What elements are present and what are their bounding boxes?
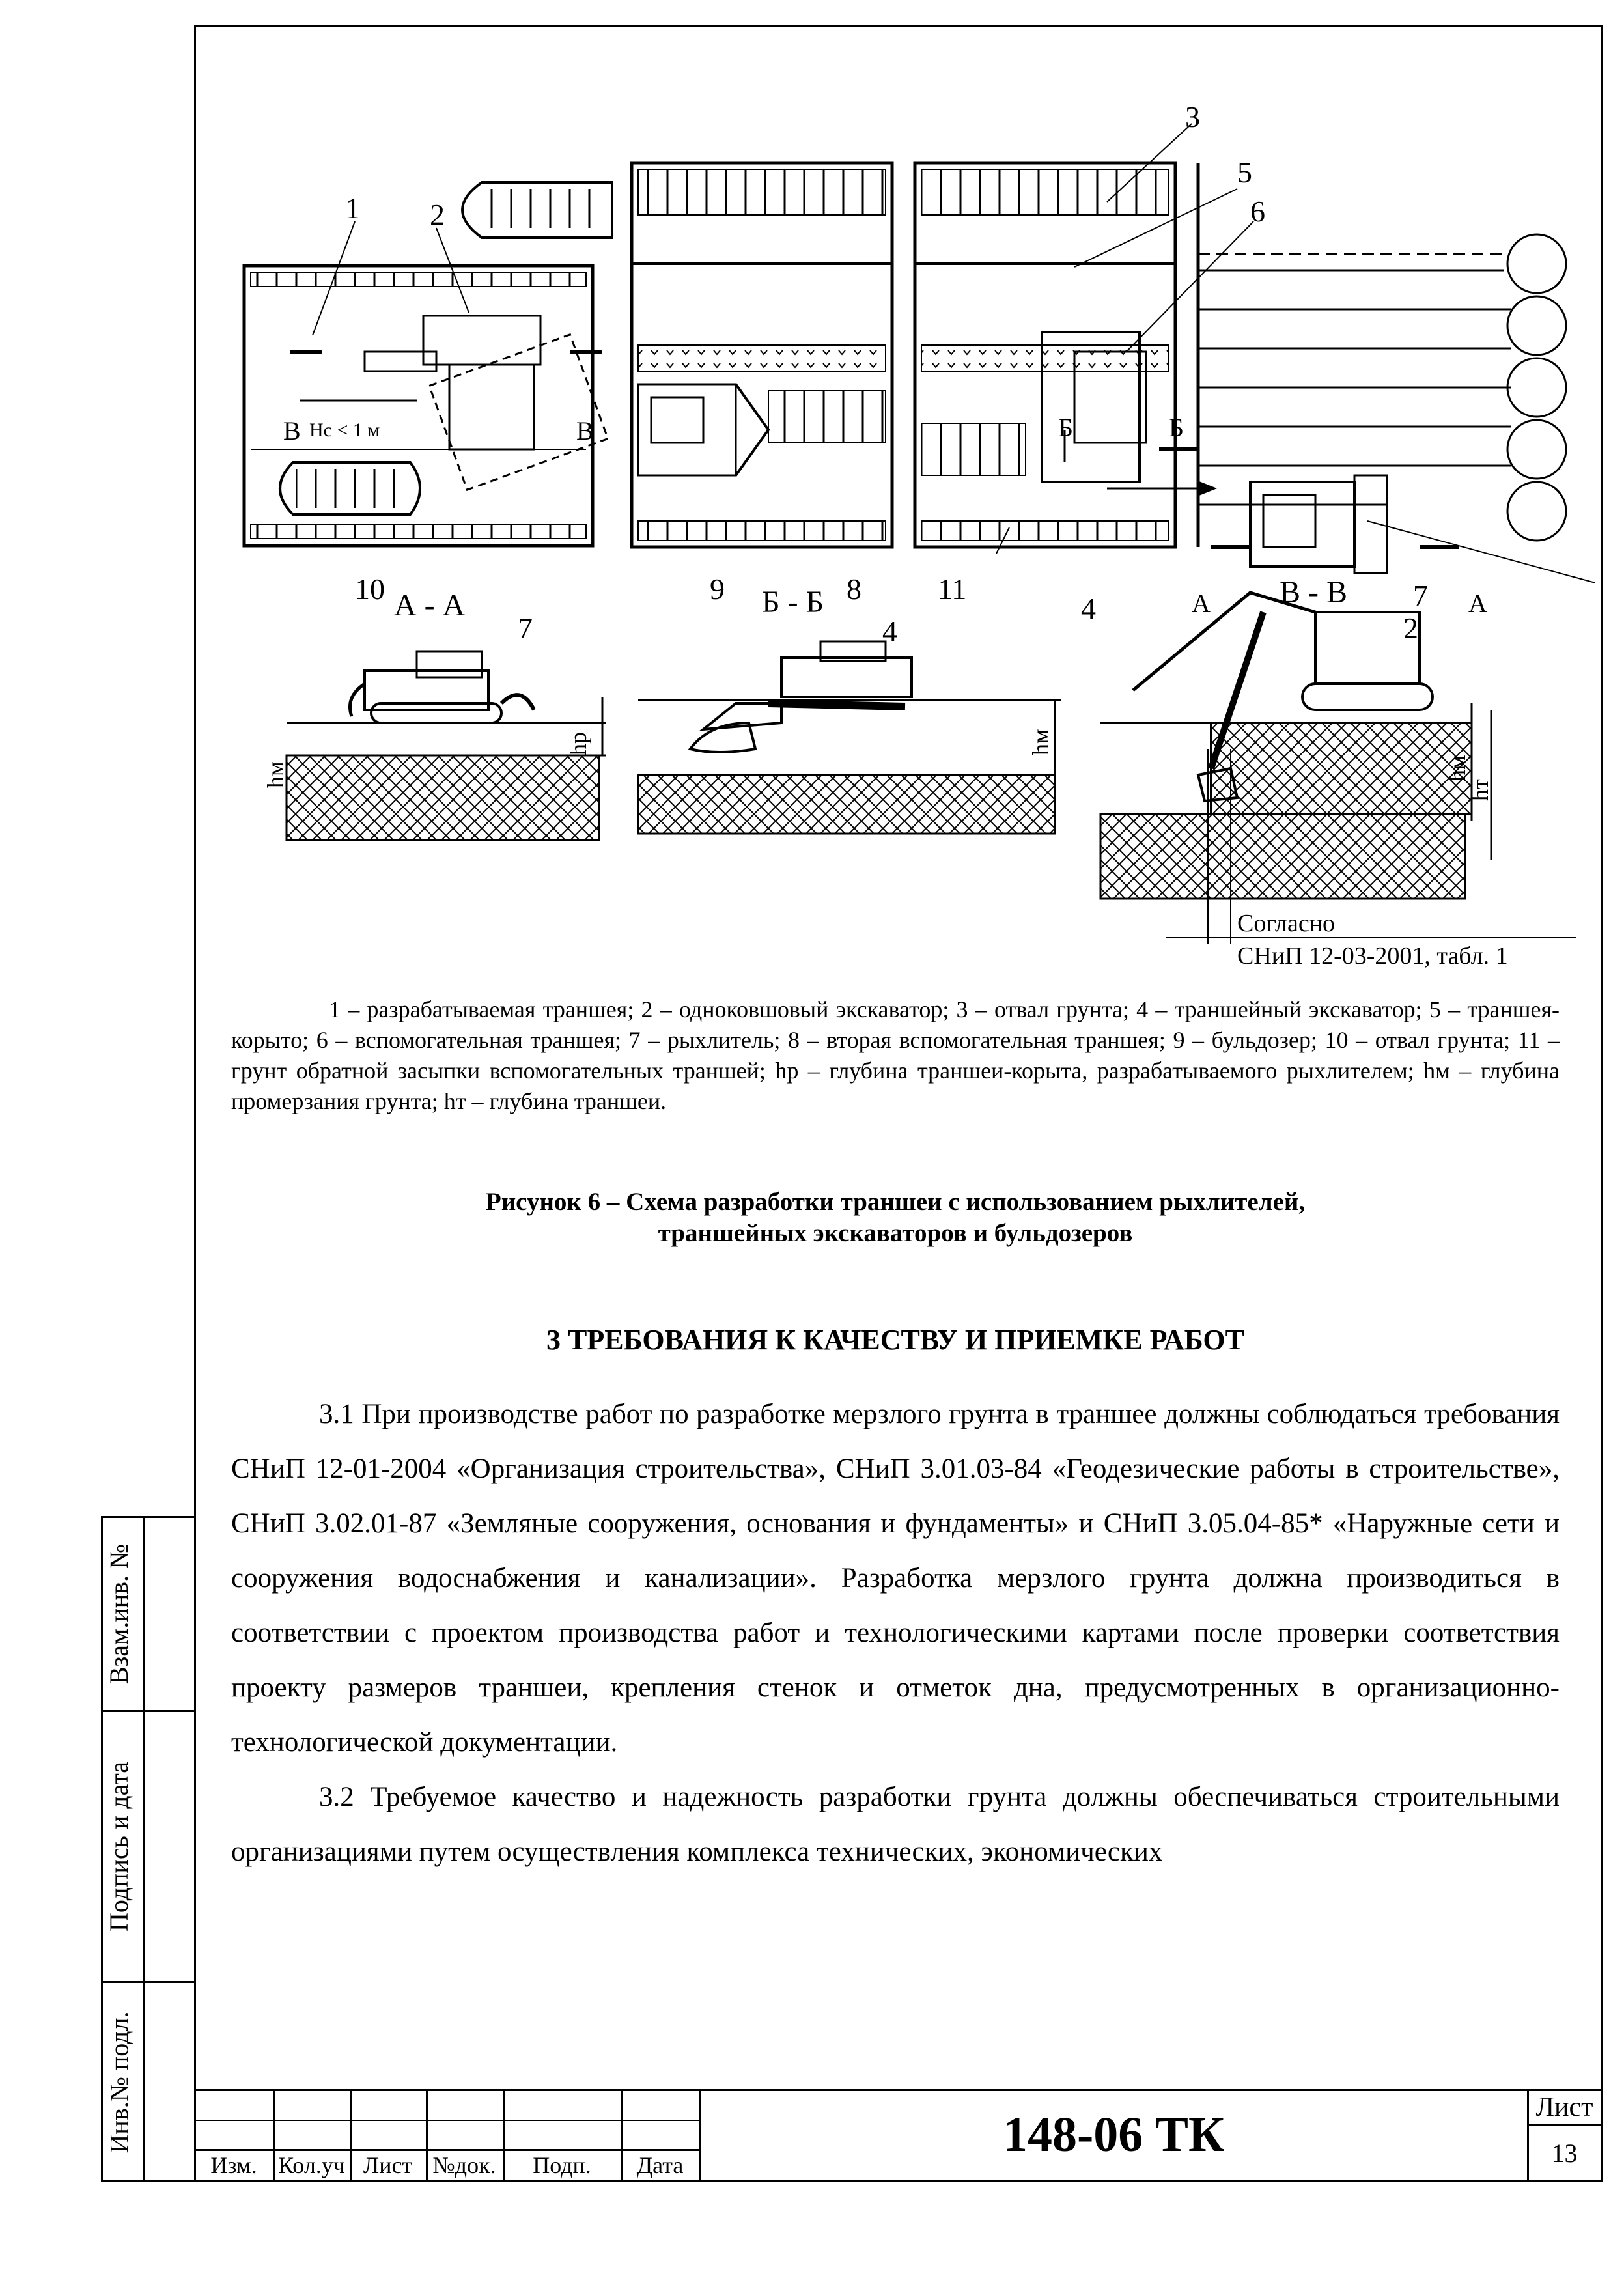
callout-7-plan: 7	[1413, 579, 1428, 612]
paragraph-3-2: 3.2 Требуемое качество и надежность разр…	[231, 1782, 1560, 1867]
dim-ht: hт	[1467, 779, 1493, 801]
title-block-row-2	[194, 2120, 700, 2121]
title-block-col-5	[621, 2089, 623, 2182]
tb-ndok: №док.	[432, 2152, 496, 2178]
tb-podp: Подп.	[533, 2152, 591, 2178]
callout-6: 6	[1250, 195, 1265, 228]
legend-text: 1 – разрабатываемая траншея; 2 – одноков…	[231, 996, 1560, 1114]
callout-3: 3	[1185, 100, 1200, 134]
section-bb	[637, 640, 1061, 835]
title-block-col-6	[699, 2089, 701, 2182]
title-block-col-3	[426, 2089, 428, 2182]
cut-mark-a-right: А	[1468, 589, 1487, 618]
side-stamp-top-line	[101, 1516, 195, 1518]
title-block-col-4	[503, 2089, 505, 2182]
section-aa	[285, 650, 606, 841]
callout-11: 11	[938, 572, 966, 606]
callout-8: 8	[847, 572, 861, 606]
frame-right-border	[1601, 25, 1603, 2182]
figure-legend: 1 – разрабатываемая траншея; 2 – одноков…	[231, 994, 1560, 1117]
callout-1: 1	[345, 191, 360, 225]
sheet-number: 13	[1551, 2138, 1578, 2168]
frame-top-border	[194, 25, 1603, 27]
cut-mark-b-right: Б	[1169, 413, 1184, 442]
caption-line-1: Рисунок 6 – Схема разработки траншеи с и…	[485, 1188, 1306, 1216]
plan-view-2	[630, 161, 894, 549]
section-vv	[1099, 591, 1576, 944]
note-line-1: Согласно	[1237, 910, 1335, 937]
callout-5: 5	[1237, 156, 1252, 189]
figure-caption: Рисунок 6 – Схема разработки траншеи с и…	[231, 1187, 1560, 1249]
section-label-aa: А - А	[394, 588, 466, 623]
sheet-label: Лист	[1535, 2092, 1593, 2122]
side-stamp-line-3	[101, 1981, 195, 1983]
tb-data: Дата	[636, 2152, 684, 2178]
frame-bottom-border	[101, 2180, 1603, 2182]
caption-line-2: траншейных экскаваторов и бульдозеров	[658, 1219, 1133, 1247]
plan-view-4	[1196, 163, 1567, 574]
section-body: 3.1 При производстве работ по разработке…	[231, 1387, 1560, 1879]
callout-4-plan: 4	[1081, 592, 1096, 625]
side-stamp-mid-line	[143, 1516, 145, 2182]
plan-view-3	[913, 161, 1218, 549]
side-label-vzam: Взам.инв. №	[104, 1543, 134, 1684]
cut-mark-a-left: А	[1192, 589, 1211, 618]
tb-kol: Кол.уч	[278, 2152, 345, 2178]
hc-label: Hc < 1 м	[309, 419, 380, 441]
plan-view-1	[242, 181, 613, 548]
frame-left-border	[194, 25, 196, 2182]
paragraph-3-1: 3.1 При производстве работ по разработке…	[231, 1399, 1560, 1758]
title-block-sheet-sep	[1527, 2124, 1603, 2126]
callout-9: 9	[710, 572, 725, 606]
dim-hm-aa: hм	[262, 761, 288, 788]
section-title: 3 ТРЕБОВАНИЯ К КАЧЕСТВУ И ПРИЕМКЕ РАБОТ	[546, 1324, 1244, 1356]
dim-hp: hр	[565, 732, 591, 755]
trench-scheme-figure: Hc < 1 м В В	[195, 98, 1595, 983]
callout-10: 10	[355, 572, 385, 606]
title-block-row-3	[194, 2149, 700, 2151]
cut-mark-v-left: В	[283, 416, 301, 445]
title-block-col-7	[1527, 2089, 1529, 2182]
callout-2: 2	[430, 198, 445, 231]
document-code: 148-06 ТК	[1002, 2107, 1225, 2162]
tb-list: Лист	[363, 2152, 413, 2178]
title-block-col-2	[350, 2089, 352, 2182]
side-label-inv: Инв.№ подл.	[104, 2011, 134, 2153]
dim-hm-vv: hм	[1444, 755, 1470, 781]
side-stamp-left-line	[101, 1516, 103, 2182]
callout-2-section: 2	[1403, 611, 1418, 645]
side-label-podpis: Подпись и дата	[104, 1761, 134, 1932]
side-stamp-line-2	[101, 1710, 195, 1712]
title-block-top-line	[194, 2089, 1603, 2091]
title-block-col-1	[273, 2089, 275, 2182]
tb-izm: Изм.	[210, 2152, 257, 2178]
callout-4-section: 4	[882, 615, 897, 648]
note-line-2: СНиП 12-03-2001, табл. 1	[1237, 942, 1508, 970]
section-label-bb: Б - Б	[762, 585, 824, 619]
callout-7-section: 7	[518, 611, 533, 645]
cut-mark-v-right: В	[576, 416, 594, 445]
dim-hm-bb: hм	[1028, 729, 1054, 755]
cut-mark-b-left: Б	[1058, 413, 1073, 442]
